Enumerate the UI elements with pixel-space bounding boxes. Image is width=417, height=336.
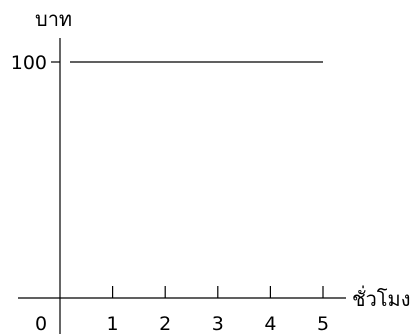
axes (18, 38, 346, 334)
x-tick-label: 5 (317, 313, 329, 335)
x-tick-label: 3 (212, 313, 224, 335)
x-ticks: 0 1 2 3 4 5 (35, 286, 329, 335)
y-ticks: 100 (11, 52, 60, 74)
x-tick-label: 2 (159, 313, 171, 335)
x-tick-label: 0 (35, 313, 47, 335)
x-axis-label: ชั่วโมง (352, 285, 411, 311)
x-tick-label: 4 (264, 313, 276, 335)
y-axis-label: บาท (35, 7, 72, 31)
x-tick-label: 1 (107, 313, 119, 335)
y-tick-label: 100 (11, 52, 47, 74)
